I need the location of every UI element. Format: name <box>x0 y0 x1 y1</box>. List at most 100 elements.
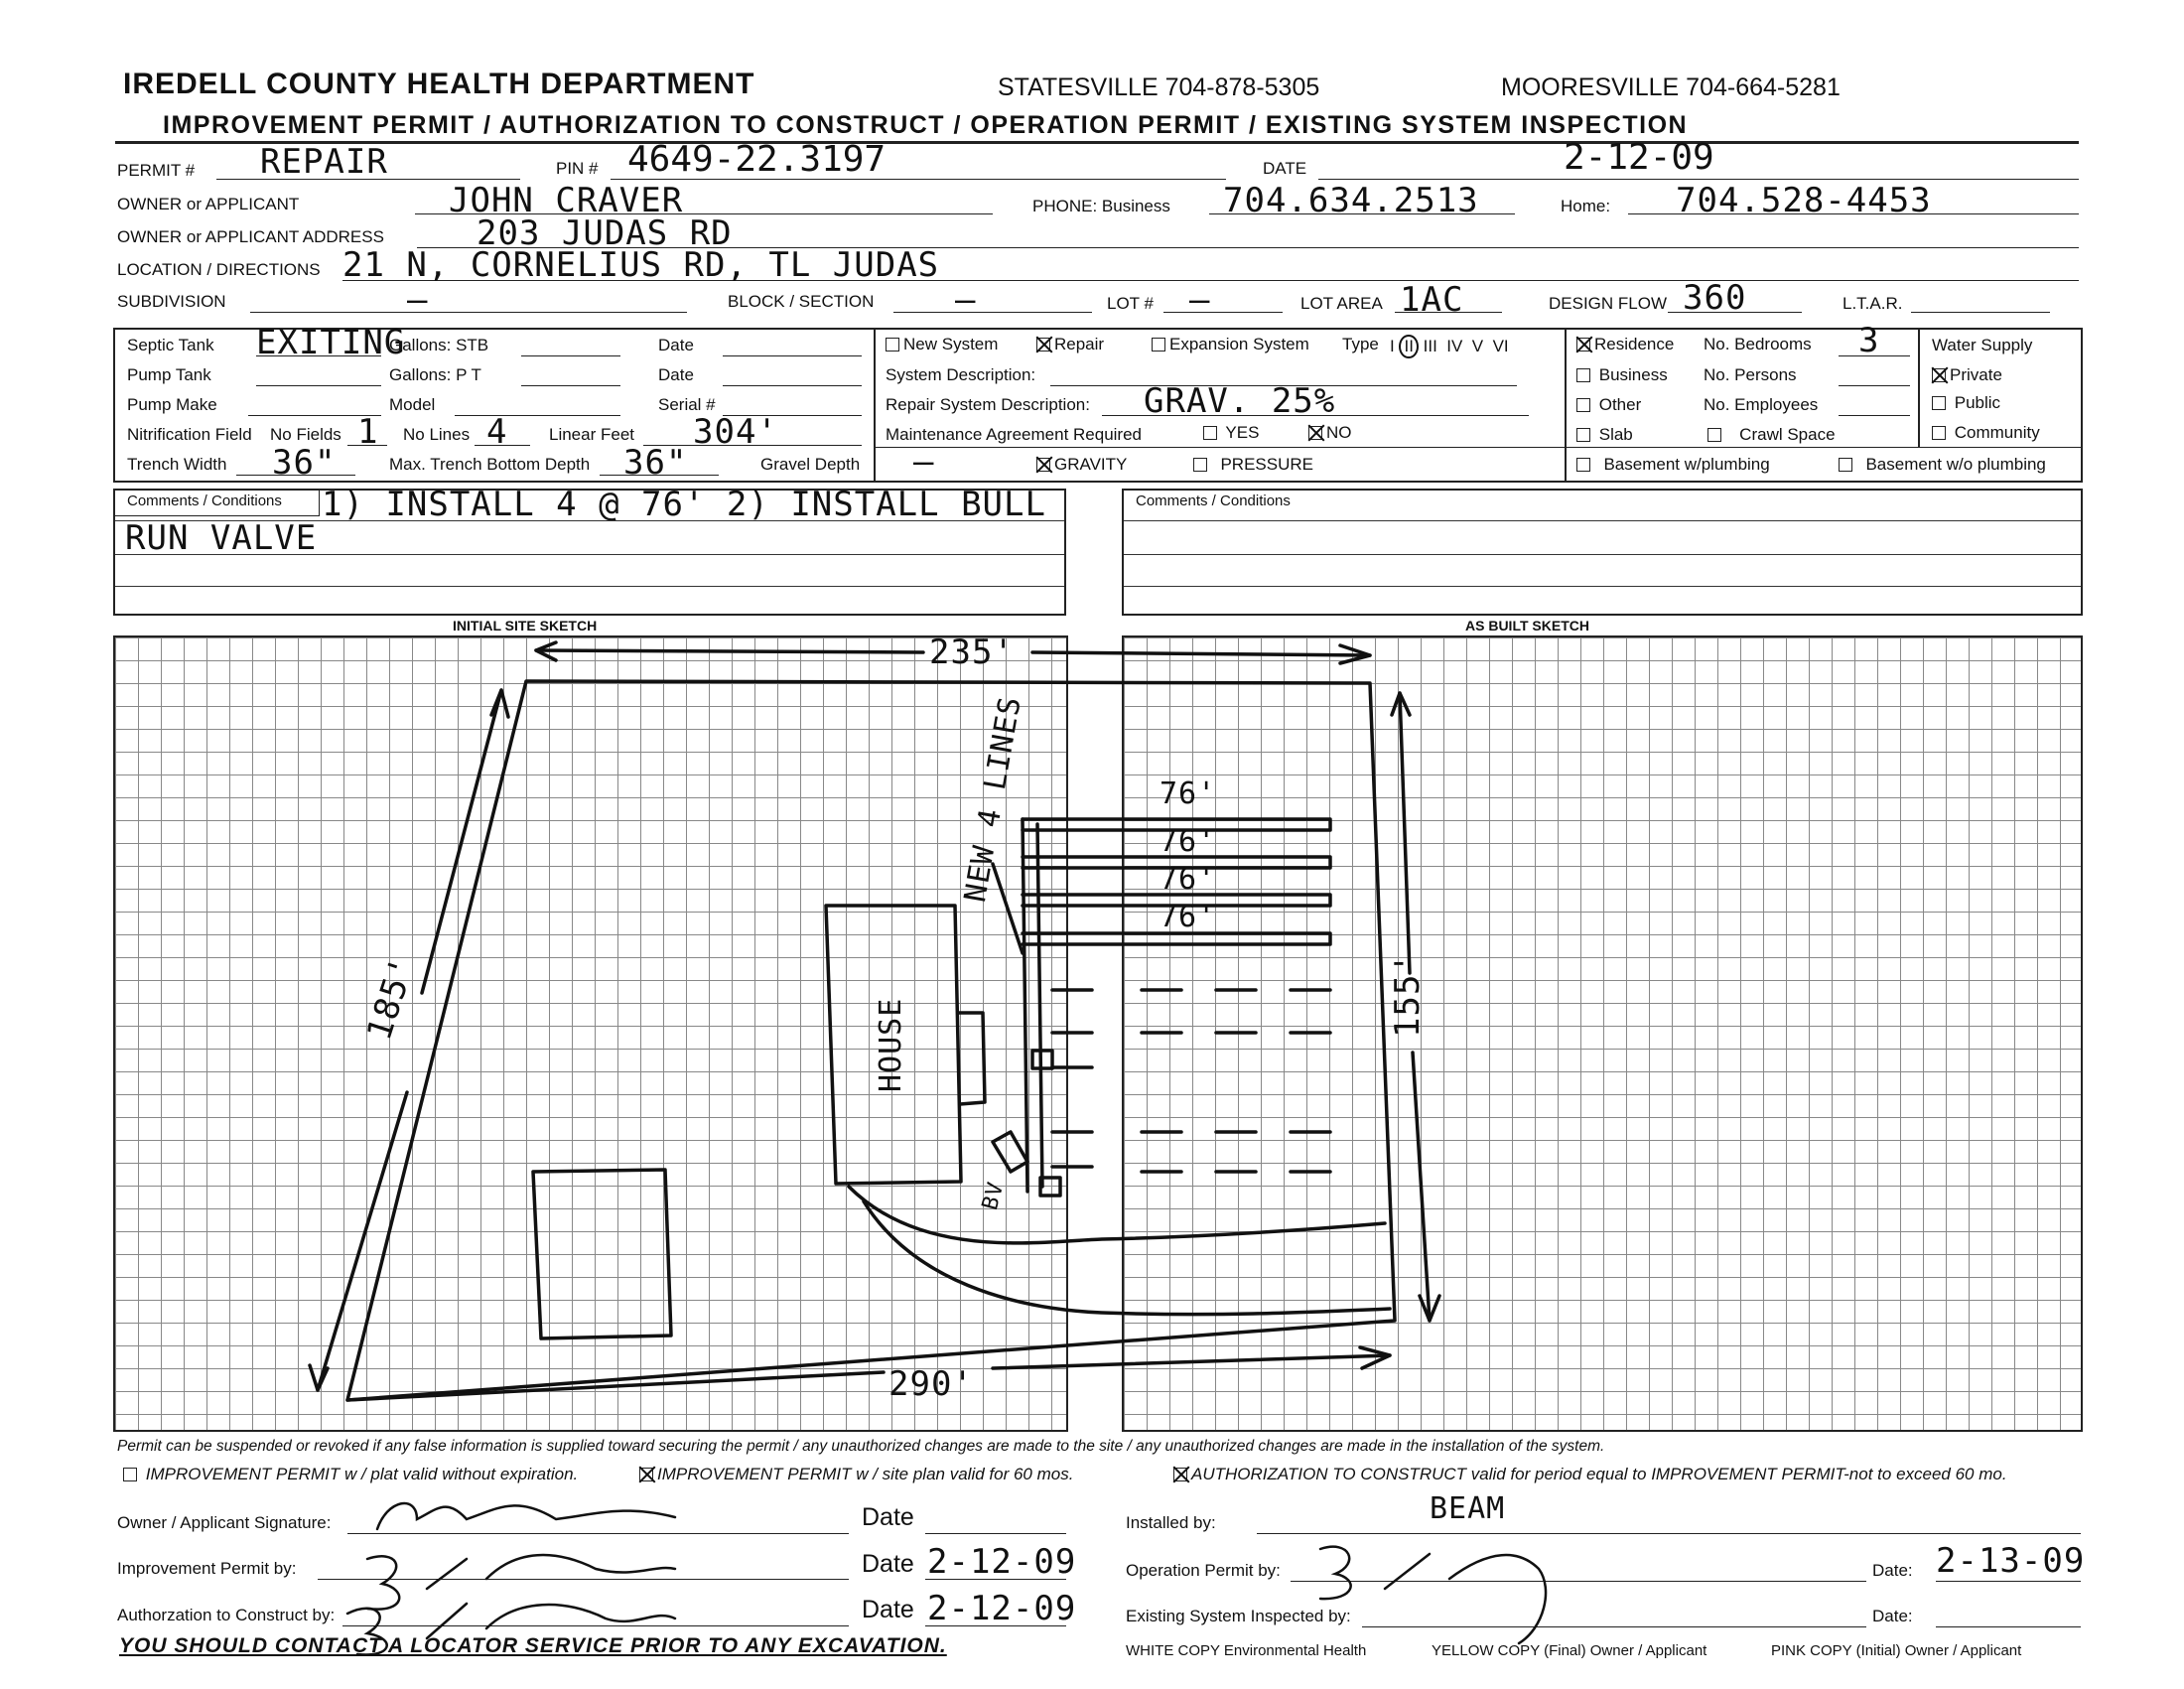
comments-left-label: Comments / Conditions <box>127 493 282 509</box>
system-desc-label: System Description: <box>886 365 1036 384</box>
header-pipe-left <box>1021 817 1029 1194</box>
water-private-option[interactable]: Private <box>1932 365 2002 385</box>
phone-home-value[interactable]: 704.528-4453 <box>1676 181 1932 220</box>
authorization-date-value[interactable]: 2-12-09 <box>927 1589 1077 1628</box>
type-ii-circled[interactable]: II <box>1399 335 1419 358</box>
comments-right-label: Comments / Conditions <box>1136 493 1291 509</box>
address-value[interactable]: 203 JUDAS RD <box>477 213 733 253</box>
installed-by-value[interactable]: BEAM <box>1430 1491 1506 1526</box>
form-subtitle: IMPROVEMENT PERMIT / AUTHORIZATION TO CO… <box>163 111 1689 139</box>
expansion-option[interactable]: Expansion System <box>1152 335 1309 354</box>
crawl-space-checkbox[interactable] <box>1707 428 1721 442</box>
owner-signature <box>375 1501 677 1531</box>
community-checkbox[interactable] <box>1932 426 1946 440</box>
septic-date-label: Date <box>658 336 694 354</box>
gravel-depth-value[interactable]: — <box>913 442 935 482</box>
outbuilding-outline <box>531 1168 673 1340</box>
septic-tank-value[interactable]: EXITING <box>256 323 406 362</box>
pin-value[interactable]: 4649-22.3197 <box>627 139 887 180</box>
phone-business-label: PHONE: Business <box>1032 197 1170 215</box>
gravity-option[interactable]: GRAVITY <box>1036 455 1127 475</box>
pressure-option[interactable]: PRESSURE <box>1193 455 1313 475</box>
septic-tank-label: Septic Tank <box>127 336 214 354</box>
other-option[interactable]: Other <box>1576 395 1641 415</box>
yes-checkbox[interactable] <box>1203 426 1217 440</box>
crawl-space-option[interactable]: Crawl Space <box>1707 425 1836 445</box>
no-checkbox[interactable] <box>1308 426 1322 440</box>
no-lines-label: No Lines <box>403 425 471 444</box>
improvement-plat-option[interactable]: IMPROVEMENT PERMIT w / plat valid withou… <box>123 1465 578 1484</box>
gravity-checkbox[interactable] <box>1036 458 1050 472</box>
house-porch <box>956 1011 987 1106</box>
slab-checkbox[interactable] <box>1576 428 1590 442</box>
trench-width-value[interactable]: 36" <box>272 443 337 483</box>
subdivision-label: SUBDIVISION <box>117 292 226 311</box>
improvement-plat-checkbox[interactable] <box>123 1468 137 1481</box>
lot-area-value[interactable]: 1AC <box>1400 280 1464 320</box>
installed-by-label: Installed by: <box>1126 1513 1216 1532</box>
subdivision-value[interactable]: — <box>407 280 429 320</box>
maintenance-no[interactable]: NO <box>1308 423 1352 443</box>
owner-value[interactable]: JOHN CRAVER <box>449 181 684 220</box>
max-depth-value[interactable]: 36" <box>623 443 688 483</box>
private-checkbox[interactable] <box>1932 368 1946 382</box>
new-system-checkbox[interactable] <box>886 338 899 352</box>
locator-warning: YOU SHOULD CONTACT A LOCATOR SERVICE PRI… <box>119 1634 947 1657</box>
other-checkbox[interactable] <box>1576 398 1590 412</box>
location-value[interactable]: 21 N, CORNELIUS RD, TL JUDAS <box>342 245 940 285</box>
basement-without-option[interactable]: Basement w/o plumbing <box>1839 455 2046 475</box>
property-boundary <box>345 679 1397 1402</box>
business-option[interactable]: Business <box>1576 365 1668 385</box>
bedrooms-label: No. Bedrooms <box>1704 335 1812 353</box>
linear-feet-value[interactable]: 304' <box>693 412 778 452</box>
no-lines-value[interactable]: 4 <box>486 412 508 452</box>
owner-date-label: Date <box>862 1503 914 1531</box>
initial-sketch-label: INITIAL SITE SKETCH <box>453 618 598 633</box>
pressure-checkbox[interactable] <box>1193 458 1207 472</box>
max-depth-label: Max. Trench Bottom Depth <box>389 455 591 474</box>
authorization-option[interactable]: AUTHORIZATION TO CONSTRUCT valid for per… <box>1173 1465 2007 1484</box>
employees-label: No. Employees <box>1704 395 1819 414</box>
comments-line-2[interactable]: RUN VALVE <box>125 518 318 558</box>
date-label: DATE <box>1263 159 1307 178</box>
slab-option[interactable]: Slab <box>1576 425 1633 445</box>
repair-checkbox[interactable] <box>1036 338 1050 352</box>
bedrooms-value[interactable]: 3 <box>1858 321 1880 360</box>
residence-checkbox[interactable] <box>1576 338 1590 352</box>
dimension-bottom-label: 290' <box>888 1364 974 1404</box>
residence-option[interactable]: Residence <box>1576 335 1674 354</box>
improvement-siteplan-checkbox[interactable] <box>639 1468 653 1481</box>
pump-make-label: Pump Make <box>127 395 217 414</box>
improvement-date-value[interactable]: 2-12-09 <box>927 1542 1077 1582</box>
date-value[interactable]: 2-12-09 <box>1564 137 1714 178</box>
comments-line-1[interactable]: 1) INSTALL 4 @ 76' 2) INSTALL BULL <box>322 485 1046 524</box>
permit-label: PERMIT # <box>117 161 196 180</box>
basement-with-option[interactable]: Basement w/plumbing <box>1576 455 1770 475</box>
pin-label: PIN # <box>556 159 599 178</box>
block-value[interactable]: — <box>955 280 977 320</box>
initial-site-sketch-grid[interactable] <box>113 635 1068 1432</box>
operation-date-value[interactable]: 2-13-09 <box>1936 1541 2086 1581</box>
repair-desc-value[interactable]: GRAV. 25% <box>1144 381 1336 421</box>
repair-option[interactable]: Repair <box>1036 335 1104 354</box>
new-lines-pointer <box>991 862 1024 955</box>
water-public-option[interactable]: Public <box>1932 393 2000 413</box>
water-community-option[interactable]: Community <box>1932 423 2040 443</box>
as-built-sketch-grid[interactable] <box>1122 635 2083 1432</box>
business-checkbox[interactable] <box>1576 368 1590 382</box>
phone-business-value[interactable]: 704.634.2513 <box>1223 181 1479 220</box>
public-checkbox[interactable] <box>1932 396 1946 410</box>
line-length-3: 76' <box>1160 862 1217 897</box>
no-fields-value[interactable]: 1 <box>357 412 379 452</box>
basement-with-checkbox[interactable] <box>1576 458 1590 472</box>
improvement-siteplan-option[interactable]: IMPROVEMENT PERMIT w / site plan valid f… <box>639 1465 1073 1484</box>
authorization-checkbox[interactable] <box>1173 1468 1187 1481</box>
basement-without-checkbox[interactable] <box>1839 458 1852 472</box>
expansion-checkbox[interactable] <box>1152 338 1165 352</box>
permit-value[interactable]: REPAIR <box>260 142 388 182</box>
design-flow-value[interactable]: 360 <box>1683 278 1747 318</box>
lot-value[interactable]: — <box>1189 280 1211 320</box>
maintenance-yes[interactable]: YES <box>1203 423 1259 443</box>
new-system-option[interactable]: New System <box>886 335 998 354</box>
